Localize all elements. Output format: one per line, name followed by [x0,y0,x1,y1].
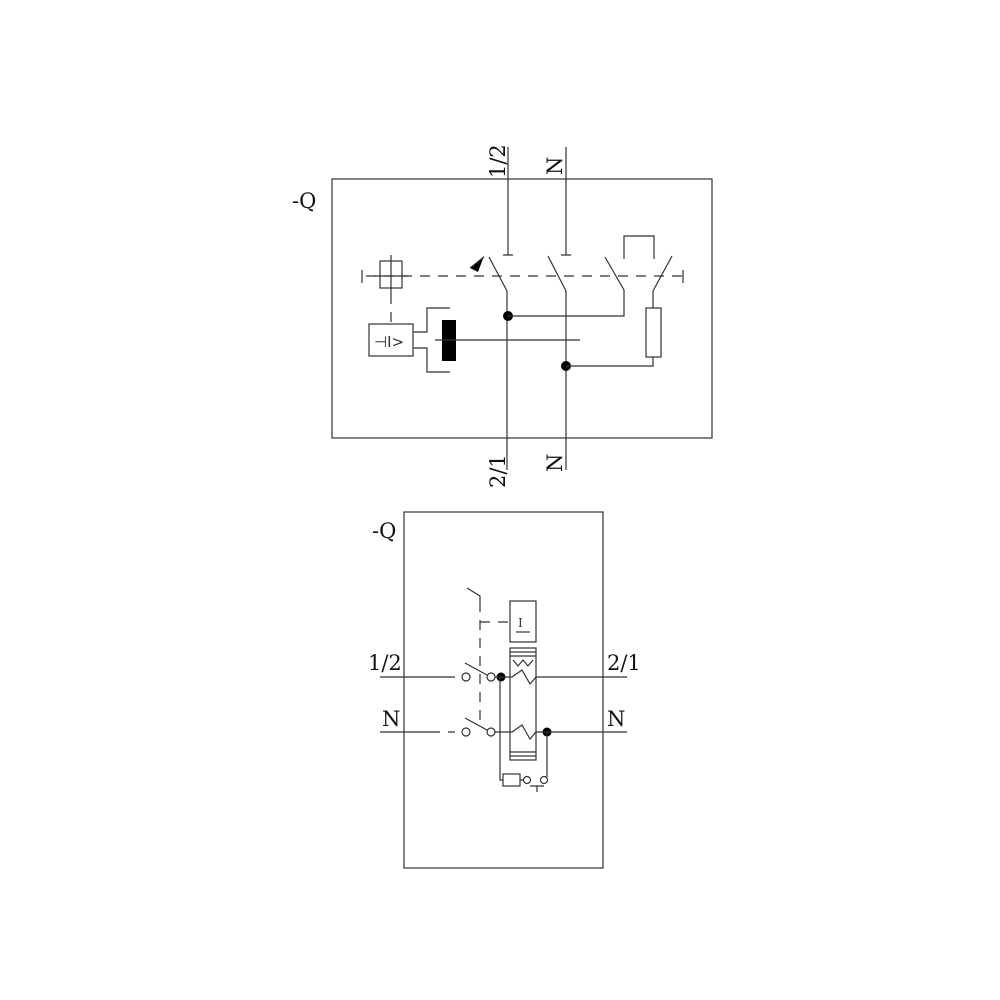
left-terminal-label: 1/2 [368,651,402,675]
bottom-terminal-label: 2/1 [486,454,510,488]
bottom-device-frame [403,511,604,869]
relay-wiring [413,307,450,373]
transformer-core [509,647,537,761]
residual-current-relay [368,323,414,357]
bottom-terminal-label: N [543,454,567,472]
latch-symbol [374,255,408,294]
right-terminal-label: 2/1 [607,651,641,675]
bottom-rcd-diagram: -Q 1/2 N 2/1 N I [368,511,641,869]
right-terminal-label: N [607,707,625,731]
test-button [530,785,544,792]
trip-symbol: I [518,616,523,630]
top-designation: -Q [292,189,316,213]
left-terminal-label: N [382,707,400,731]
test-resistor [645,307,662,358]
top-terminal-label: 1/2 [486,144,510,178]
top-terminal-label: N [543,157,567,175]
bottom-designation: -Q [372,519,396,543]
trip-unit [509,600,537,643]
test-resistor [502,773,521,787]
neutral-conductor [547,147,673,470]
phase-conductor [488,147,625,470]
relay-symbol: ⊣I> [374,333,404,351]
top-device-frame [331,178,713,439]
top-rcd-diagram: -Q 1/2 N 2/1 N ⊣I> [292,144,713,488]
